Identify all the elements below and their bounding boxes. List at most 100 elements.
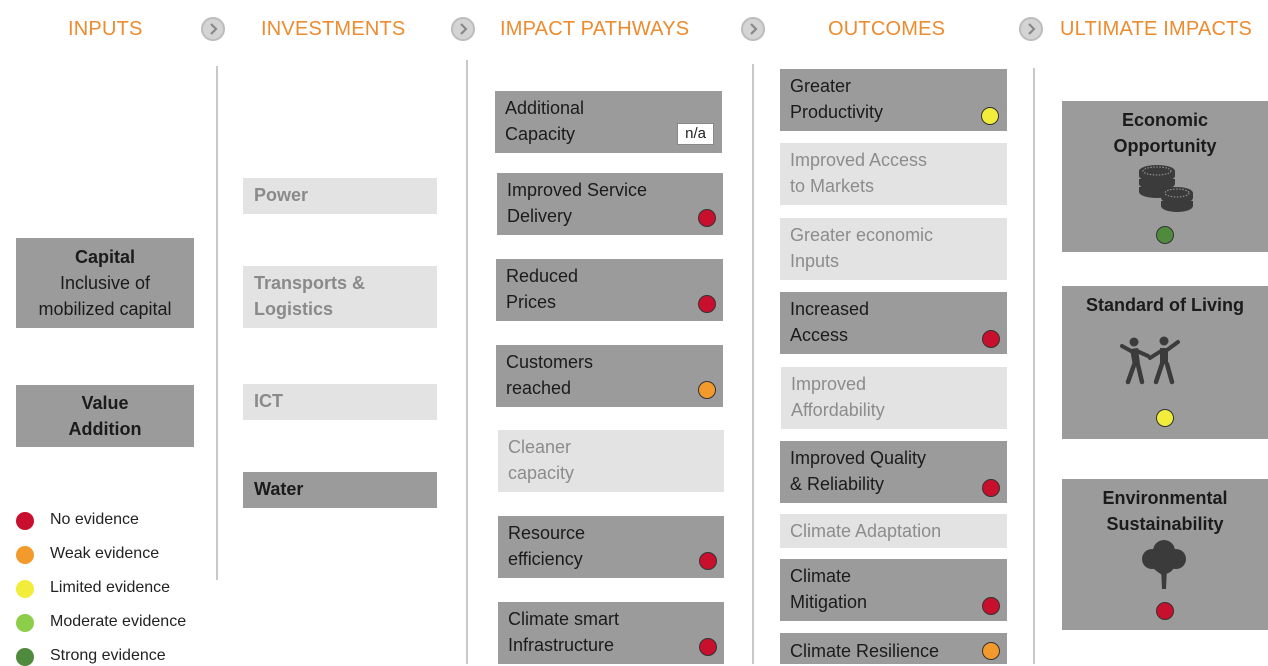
outcome-label: Inputs bbox=[790, 251, 840, 271]
limited-evidence-dot bbox=[1156, 409, 1174, 427]
column-divider bbox=[1033, 68, 1035, 664]
impact-label: Sustainability bbox=[1106, 514, 1224, 534]
pathway-improved-service-delivery: Improved Service Delivery bbox=[497, 173, 723, 235]
pathway-label: Prices bbox=[506, 292, 557, 312]
pathway-label: capacity bbox=[508, 463, 575, 483]
pathway-label: Improved Service bbox=[507, 180, 648, 200]
pathway-resource-efficiency: Resource efficiency bbox=[498, 516, 724, 578]
pathway-label: Delivery bbox=[507, 206, 573, 226]
pathway-label: Capacity bbox=[505, 124, 576, 144]
tree-icon bbox=[1142, 540, 1186, 589]
outcome-label: Mitigation bbox=[790, 592, 868, 612]
outcome-greater-economic-inputs: Greater economic Inputs bbox=[780, 218, 1007, 280]
impact-label: Environmental bbox=[1102, 488, 1228, 508]
outcome-improved-access-markets: Improved Access to Markets bbox=[780, 143, 1007, 205]
strong-evidence-dot bbox=[1156, 226, 1174, 244]
pathway-climate-smart-infrastructure: Climate smart Infrastructure bbox=[498, 602, 724, 664]
na-tag: n/a bbox=[677, 123, 714, 145]
legend-dot bbox=[16, 546, 34, 564]
coins-icon bbox=[1139, 165, 1193, 212]
outcome-label: & Reliability bbox=[790, 474, 885, 494]
pathway-label: Customers bbox=[506, 352, 594, 372]
outcome-climate-mitigation: Climate Mitigation bbox=[780, 559, 1007, 621]
impact-label: Standard of Living bbox=[1085, 295, 1244, 315]
pathway-reduced-prices: Reduced Prices bbox=[496, 259, 723, 321]
capital-line: mobilized capital bbox=[38, 299, 172, 319]
outcome-label: Climate bbox=[790, 566, 852, 586]
impact-label: Economic bbox=[1121, 110, 1209, 130]
pathway-label: reached bbox=[506, 378, 572, 398]
outcome-label: Climate Resilience bbox=[790, 641, 940, 661]
outcome-label: Productivity bbox=[790, 102, 884, 122]
no-evidence-dot bbox=[699, 552, 717, 570]
no-evidence-dot bbox=[698, 209, 716, 227]
outcome-label: Greater bbox=[790, 76, 852, 96]
header-ultimate-impacts: ULTIMATE IMPACTS bbox=[1060, 18, 1253, 40]
investment-label: Logistics bbox=[254, 299, 334, 319]
header-outcomes: OUTCOMES bbox=[828, 18, 946, 40]
investment-label: ICT bbox=[254, 391, 283, 411]
legend-label: No evidence bbox=[50, 511, 139, 528]
chevron-right-icon bbox=[201, 17, 225, 41]
value-addition-line: Addition bbox=[68, 419, 142, 439]
limited-evidence-dot bbox=[981, 107, 999, 125]
outcome-label: to Markets bbox=[790, 176, 875, 196]
capital-title: Capital bbox=[74, 247, 135, 267]
no-evidence-dot bbox=[982, 597, 1000, 615]
pathway-customers-reached: Customers reached bbox=[496, 345, 723, 407]
legend-label: Strong evidence bbox=[50, 647, 166, 664]
weak-evidence-dot bbox=[982, 642, 1000, 660]
header-inputs: INPUTS bbox=[68, 18, 143, 40]
pathway-label: Climate smart bbox=[508, 609, 620, 629]
investment-water: Water bbox=[243, 472, 437, 508]
outcome-increased-access: Increased Access bbox=[780, 292, 1007, 354]
legend-dot bbox=[16, 614, 34, 632]
outcome-label: Climate Adaptation bbox=[790, 521, 942, 541]
pathway-label: Cleaner bbox=[508, 437, 572, 457]
no-evidence-dot bbox=[982, 330, 1000, 348]
input-capital: Capital Inclusive of mobilized capital bbox=[16, 238, 194, 328]
column-divider bbox=[466, 60, 468, 664]
pathway-label: Reduced bbox=[506, 266, 579, 286]
pathway-label: Resource bbox=[508, 523, 586, 543]
header-investments: INVESTMENTS bbox=[261, 18, 406, 40]
outcome-label: Improved Access bbox=[790, 150, 928, 170]
legend-label: Moderate evidence bbox=[50, 613, 187, 630]
outcome-climate-resilience: Climate Resilience bbox=[780, 633, 1007, 664]
pathway-label: Additional bbox=[505, 98, 585, 118]
legend-dot bbox=[16, 512, 34, 530]
capital-line: Inclusive of bbox=[59, 273, 151, 293]
header-impact-pathways: IMPACT PATHWAYS bbox=[500, 18, 690, 40]
outcome-label: Access bbox=[790, 325, 849, 345]
outcome-label: Increased bbox=[790, 299, 870, 319]
value-addition-line: Value bbox=[81, 393, 129, 413]
pathway-label: Infrastructure bbox=[508, 635, 615, 655]
chevron-right-icon bbox=[1019, 17, 1043, 41]
investment-ict: ICT bbox=[243, 384, 437, 420]
investment-power: Power bbox=[243, 178, 437, 214]
no-evidence-dot bbox=[1156, 602, 1174, 620]
chevron-right-icon bbox=[451, 17, 475, 41]
column-divider bbox=[216, 66, 218, 580]
legend-dot bbox=[16, 648, 34, 666]
impact-label: Opportunity bbox=[1113, 136, 1217, 156]
investment-label: Power bbox=[254, 185, 309, 205]
dancing-people-icon bbox=[1120, 336, 1180, 385]
outcome-label: Affordability bbox=[791, 400, 885, 420]
outcome-label: Greater economic bbox=[790, 225, 934, 245]
impact-economic-opportunity: Economic Opportunity bbox=[1062, 101, 1268, 252]
input-value-addition: Value Addition bbox=[16, 385, 194, 447]
no-evidence-dot bbox=[982, 479, 1000, 497]
investment-label: Transports & bbox=[254, 273, 366, 293]
legend-label: Limited evidence bbox=[50, 579, 171, 596]
investment-transports: Transports & Logistics bbox=[243, 266, 437, 328]
pathway-cleaner-capacity: Cleaner capacity bbox=[498, 430, 724, 492]
pathway-additional-capacity: Additional Capacity n/a bbox=[495, 91, 722, 153]
column-divider bbox=[752, 64, 754, 664]
outcome-greater-productivity: Greater Productivity bbox=[780, 69, 1007, 131]
no-evidence-dot bbox=[698, 295, 716, 313]
legend-label: Weak evidence bbox=[50, 545, 160, 562]
outcome-label: Improved bbox=[791, 374, 867, 394]
impact-standard-of-living: Standard of Living bbox=[1062, 286, 1268, 439]
outcome-improved-affordability: Improved Affordability bbox=[781, 367, 1007, 429]
